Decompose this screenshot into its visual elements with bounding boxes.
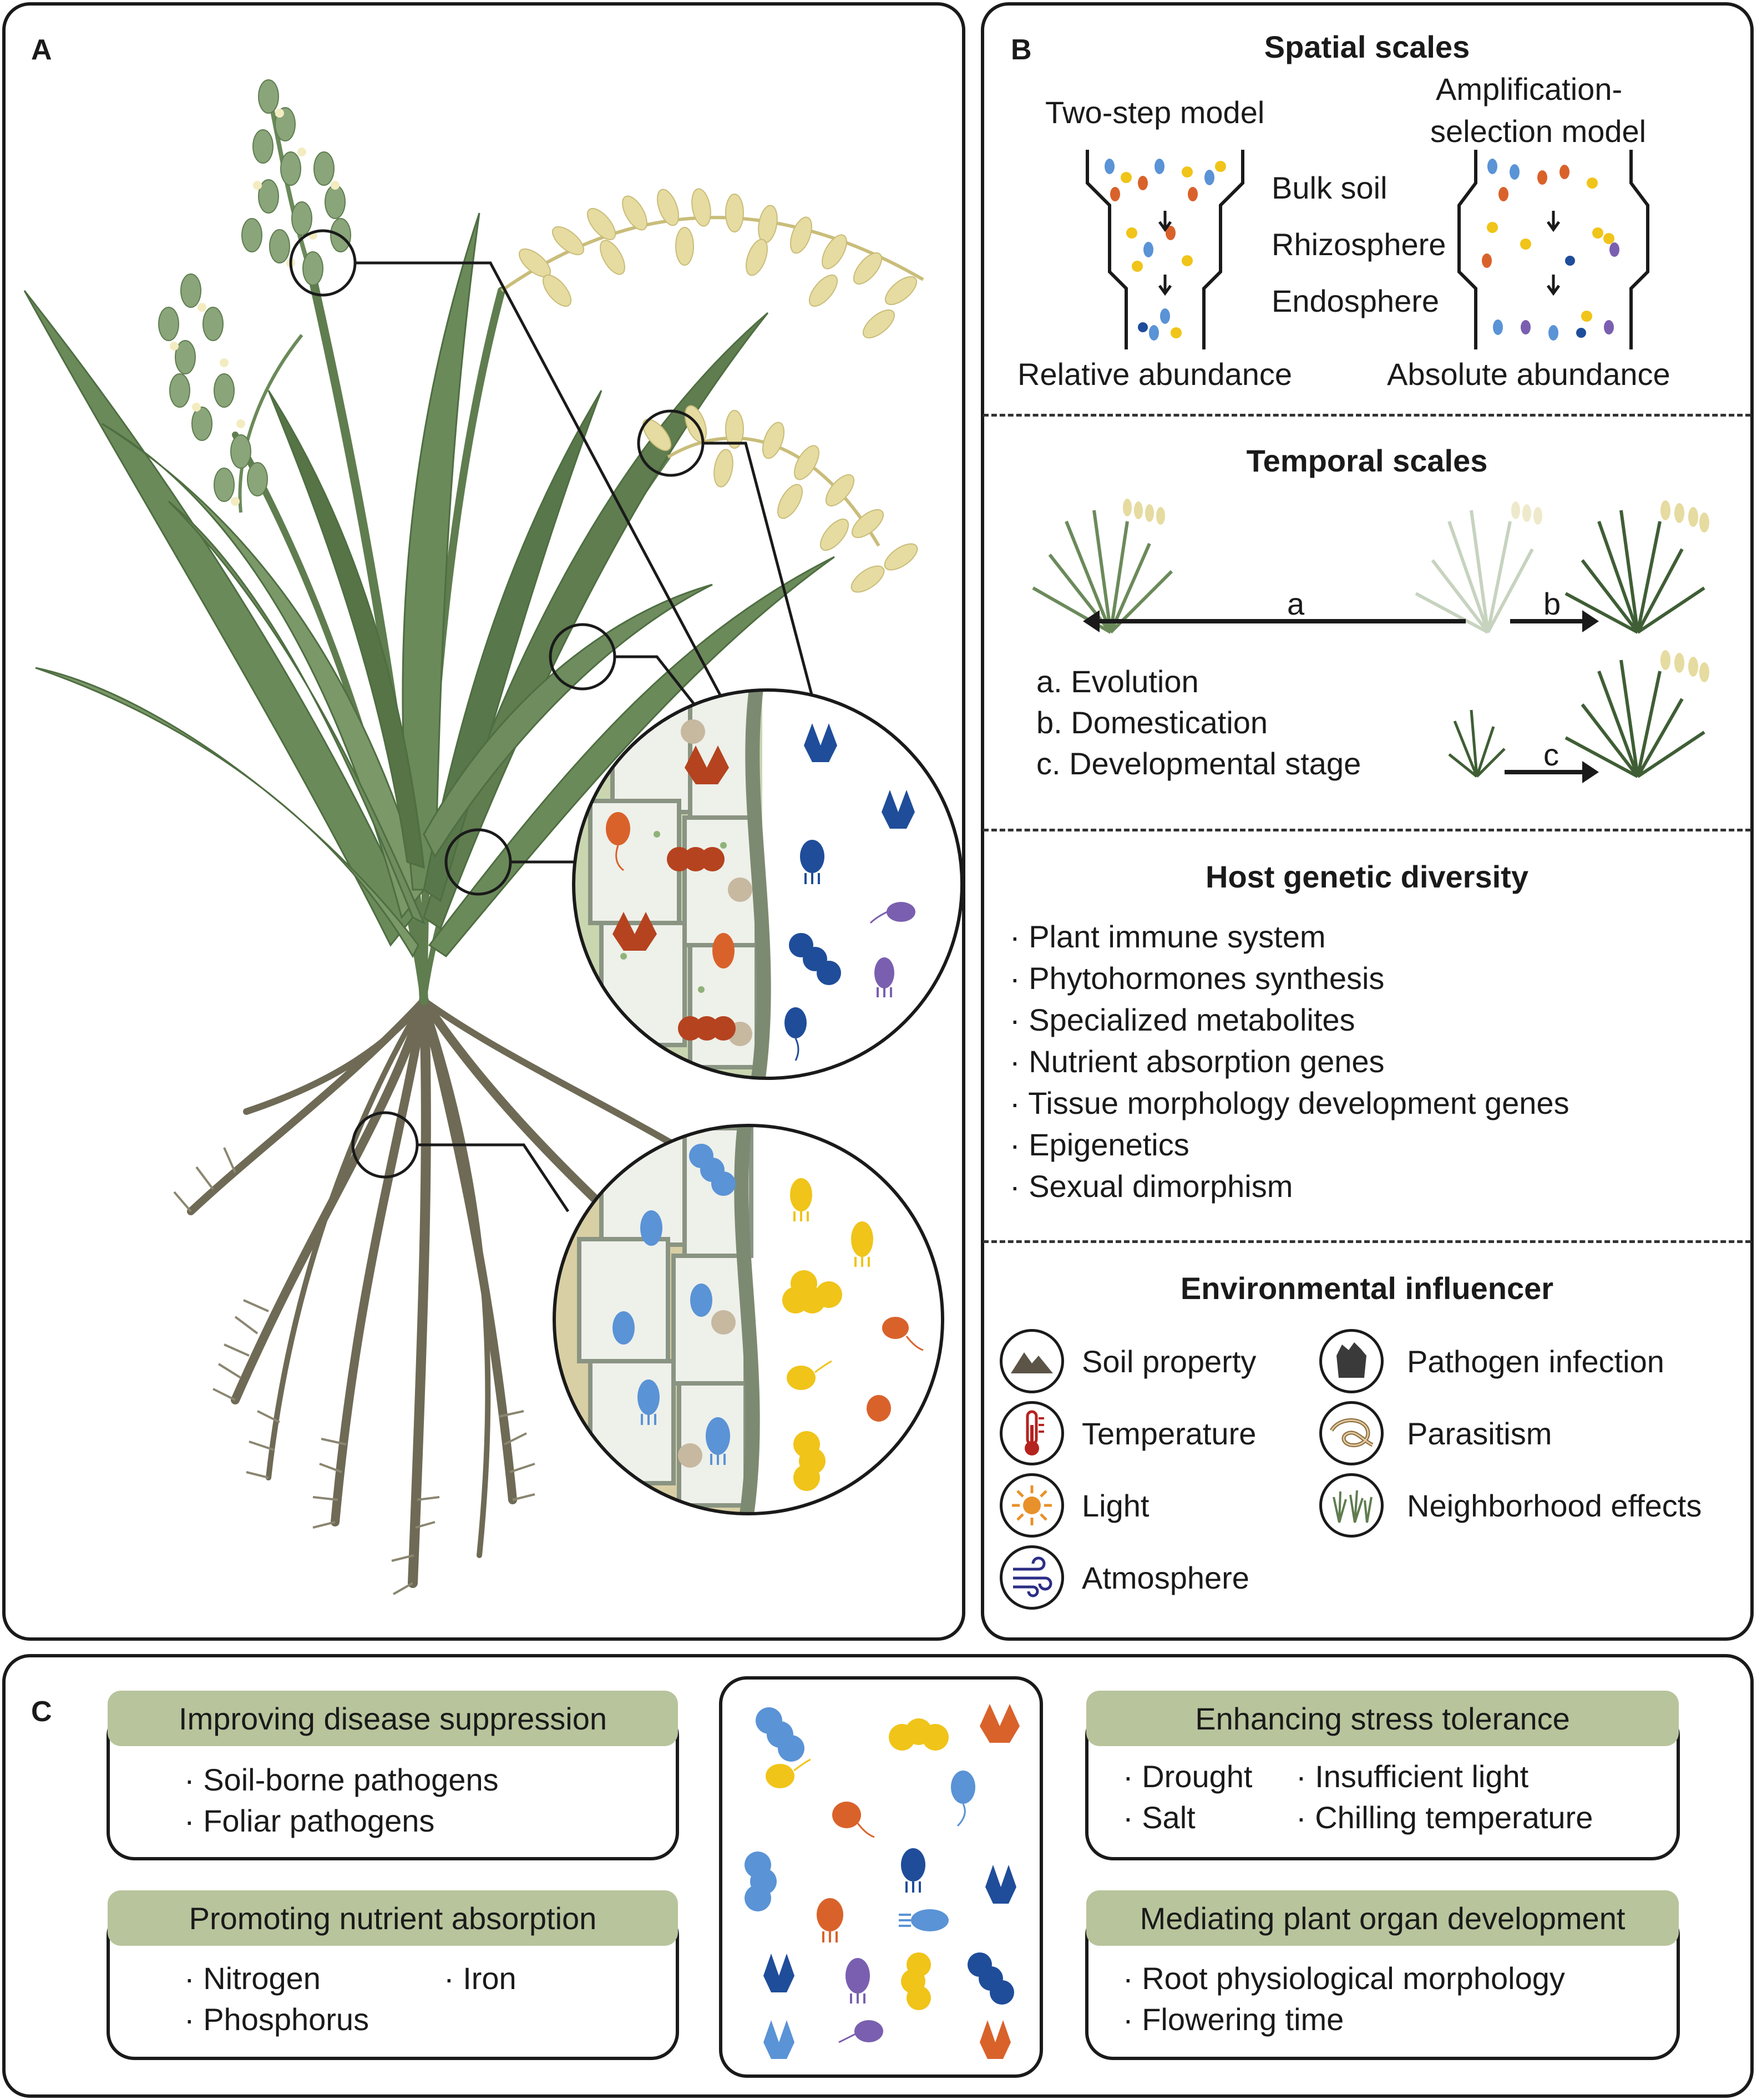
disease-suppression-header: Improving disease suppression — [108, 1691, 678, 1746]
disease-item: · Soil-borne pathogens — [184, 1762, 499, 1797]
host-genetic-item: · Plant immune system — [1010, 919, 1326, 954]
pathogen-icon — [1319, 1329, 1384, 1393]
env-neighborhood-effects: Neighborhood effects — [1407, 1488, 1702, 1523]
env-temperature: Temperature — [1082, 1416, 1257, 1451]
arrow-b-label: b — [1543, 586, 1561, 621]
endosphere-label: Endosphere — [1272, 283, 1440, 318]
temporal-item-developmental-stage: c. Developmental stage — [1036, 746, 1361, 781]
organ-item: · Root physiological morphology — [1123, 1961, 1565, 1996]
grass-icon — [1319, 1473, 1384, 1538]
panel-a-label: A — [31, 34, 52, 66]
nutrient-item: · Phosphorus — [184, 2002, 369, 2037]
nutrient-absorption-header: Promoting nutrient absorption — [108, 1890, 678, 1946]
left-panicle — [158, 79, 351, 513]
env-parasitism: Parasitism — [1407, 1416, 1552, 1451]
root-zoom-circle — [553, 1124, 944, 1515]
host-genetic-item: · Specialized metabolites — [1010, 1002, 1355, 1037]
wild-rice-icon — [1032, 499, 1173, 634]
organ-item: · Flowering time — [1123, 2002, 1344, 2037]
mature-rice-icon — [1564, 650, 1709, 778]
sun-icon — [1000, 1473, 1064, 1538]
nematode-icon — [1319, 1401, 1384, 1465]
roots — [187, 996, 716, 1588]
amp-model-line1: Amplification- — [1436, 72, 1623, 106]
divider-2 — [983, 829, 1751, 831]
mountain-icon — [1000, 1329, 1064, 1393]
stress-item: · Drought — [1123, 1759, 1253, 1794]
stress-tolerance-header: Enhancing stress tolerance — [1086, 1691, 1679, 1746]
leaf-microbes — [606, 723, 915, 1061]
panel-c-label: C — [31, 1696, 52, 1728]
cultivated-rice-icon — [1564, 500, 1709, 634]
nutrient-item: · Iron — [444, 1961, 517, 1996]
stress-item: · Chilling temperature — [1296, 1800, 1593, 1835]
host-genetic-item: · Tissue morphology development genes — [1010, 1085, 1569, 1120]
root-microbes — [612, 1144, 924, 1491]
arrow-c-label: c — [1543, 737, 1559, 772]
temporal-item-evolution: a. Evolution — [1036, 664, 1199, 699]
host-genetic-item: · Sexual dimorphism — [1010, 1169, 1293, 1204]
wind-icon — [1000, 1545, 1064, 1610]
env-pathogen-infection: Pathogen infection — [1407, 1344, 1664, 1379]
arrow-a-label: a — [1287, 586, 1305, 621]
zoom-callouts — [289, 229, 819, 1213]
nutrient-item: · Nitrogen — [184, 1961, 321, 1996]
temporal-arrows — [1032, 499, 1709, 783]
host-genetic-item: · Phytohormones synthesis — [1010, 961, 1385, 996]
host-genetic-item: · Epigenetics — [1010, 1127, 1189, 1162]
leaf-zoom-circle — [572, 688, 964, 1080]
divider-1 — [983, 414, 1751, 417]
disease-item: · Foliar pathogens — [184, 1803, 435, 1838]
host-genetic-item: · Nutrient absorption genes — [1010, 1044, 1385, 1079]
temporal-scales-title: Temporal scales — [1246, 443, 1488, 478]
stress-item: · Salt — [1123, 1800, 1196, 1835]
stress-item: · Insufficient light — [1296, 1759, 1529, 1794]
seedling-icon — [1448, 709, 1506, 778]
leaves — [23, 212, 835, 958]
rhizosphere-label: Rhizosphere — [1272, 227, 1446, 262]
two-step-model-funnel — [1086, 150, 1244, 349]
env-soil-property: Soil property — [1082, 1344, 1257, 1379]
absolute-abundance-label: Absolute abundance — [1387, 357, 1670, 392]
temporal-item-domestication: b. Domestication — [1036, 705, 1268, 740]
organ-development-header: Mediating plant organ development — [1086, 1890, 1679, 1946]
two-step-model-label: Two-step model — [1045, 95, 1265, 130]
rice-plant-illustration — [23, 79, 964, 1595]
right-panicles — [500, 188, 924, 593]
spatial-scales-title: Spatial scales — [1264, 29, 1470, 64]
host-genetic-title: Host genetic diversity — [1206, 859, 1528, 894]
divider-3 — [983, 1240, 1751, 1243]
relative-abundance-label: Relative abundance — [1017, 357, 1293, 392]
panel-b-label: B — [1011, 34, 1032, 66]
env-atmosphere: Atmosphere — [1082, 1560, 1249, 1595]
amplification-model-funnel — [1457, 150, 1649, 349]
amp-model-line2: selection model — [1430, 114, 1647, 149]
ancestral-rice-icon — [1415, 501, 1542, 634]
microbiome-illustration — [745, 1704, 1020, 2059]
bulk-soil-label: Bulk soil — [1272, 170, 1388, 205]
env-light: Light — [1082, 1488, 1150, 1523]
thermometer-icon — [1000, 1401, 1064, 1465]
root-hairs — [173, 1147, 535, 1595]
environmental-title: Environmental influencer — [1180, 1271, 1554, 1306]
